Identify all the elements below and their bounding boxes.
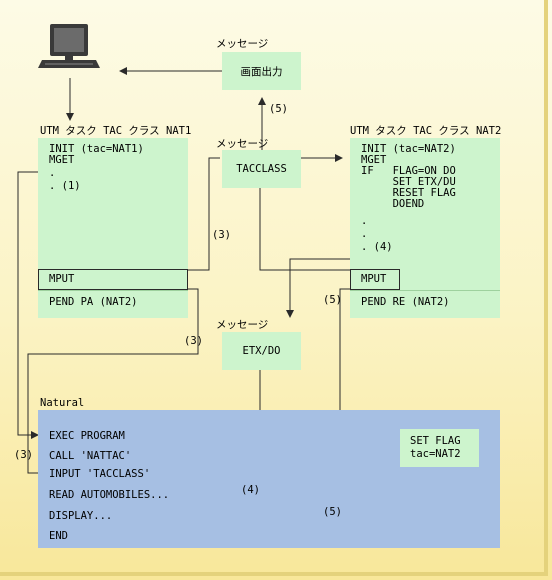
task2-line: IF FLAG=ON DO [361,165,456,177]
screen-output-caption: メッセージ [216,38,269,50]
task2-title: UTM タスク TAC クラス NAT2 [350,125,502,137]
etxdo-box: ETX/DO [222,332,301,370]
natural-line-end: END [49,530,68,542]
task1-box: INIT (tac=NAT1) MGET . . (1) MPUT PEND P… [38,138,188,318]
tacclass-box: TACCLASS [222,150,301,188]
task1-line: . [49,167,56,179]
marker-5-bottom: (5) [323,506,342,518]
task2-line: . [361,228,368,240]
marker-3a: (3) [212,229,231,241]
screen-output-box: 画面出力 [222,52,301,90]
task2-mput-box: MPUT [350,269,400,290]
task1-line: MGET [49,154,75,166]
screen-output-label: 画面出力 [240,65,283,78]
natural-line-call: CALL 'NATTAC' [49,450,132,462]
task2-line: MGET [361,154,387,166]
natural-title: Natural [40,397,85,409]
task2-line: RESET FLAG [361,187,456,199]
natural-line-exec: EXEC PROGRAM [49,430,125,442]
arrow-task2-to-etxdo [286,258,350,318]
marker-5-mid: (5) [323,294,342,306]
computer-terminal-icon [38,22,100,78]
marker-3b: (3) [184,335,203,347]
setflag-box: SET FLAG tac=NAT2 [400,429,479,467]
etxdo-caption: メッセージ [216,319,269,331]
task2-box: INIT (tac=NAT2) MGET IF FLAG=ON DO SET E… [350,138,500,318]
task1-mput-box: MPUT [38,269,188,290]
task2-line: DOEND [361,198,425,210]
etxdo-label: ETX/DO [242,345,281,357]
task1-mput: MPUT [49,273,75,285]
task1-title: UTM タスク TAC クラス NAT1 [40,125,192,137]
natural-line-display: DISPLAY... [49,510,113,522]
marker-4: (4) [241,484,260,496]
task2-pend: PEND RE (NAT2) [361,296,450,308]
marker-5-top: (5) [269,103,288,115]
task1-pend: PEND PA (NAT2) [49,296,138,308]
task2-mput: MPUT [361,273,387,285]
task2-line: SET ETX/DU [361,176,456,188]
natural-line-read: READ AUTOMOBILES... [49,489,170,501]
task2-line: INIT (tac=NAT2) [361,143,456,155]
line-mput1-to-tacclass [187,157,220,271]
tacclass-caption: メッセージ [216,138,269,150]
setflag-line1: SET FLAG [410,435,461,447]
setflag-line2: tac=NAT2 [410,448,461,460]
task1-line: INIT (tac=NAT1) [49,143,144,155]
marker-3c: (3) [14,449,33,461]
tacclass-label: TACCLASS [236,163,287,175]
line-tacclass-to-mput2 [259,187,360,271]
natural-line-input: INPUT 'TACCLASS' [49,468,151,480]
task2-line: . (4) [361,241,393,253]
task2-line: . [361,215,368,227]
task1-line: . (1) [49,180,81,192]
